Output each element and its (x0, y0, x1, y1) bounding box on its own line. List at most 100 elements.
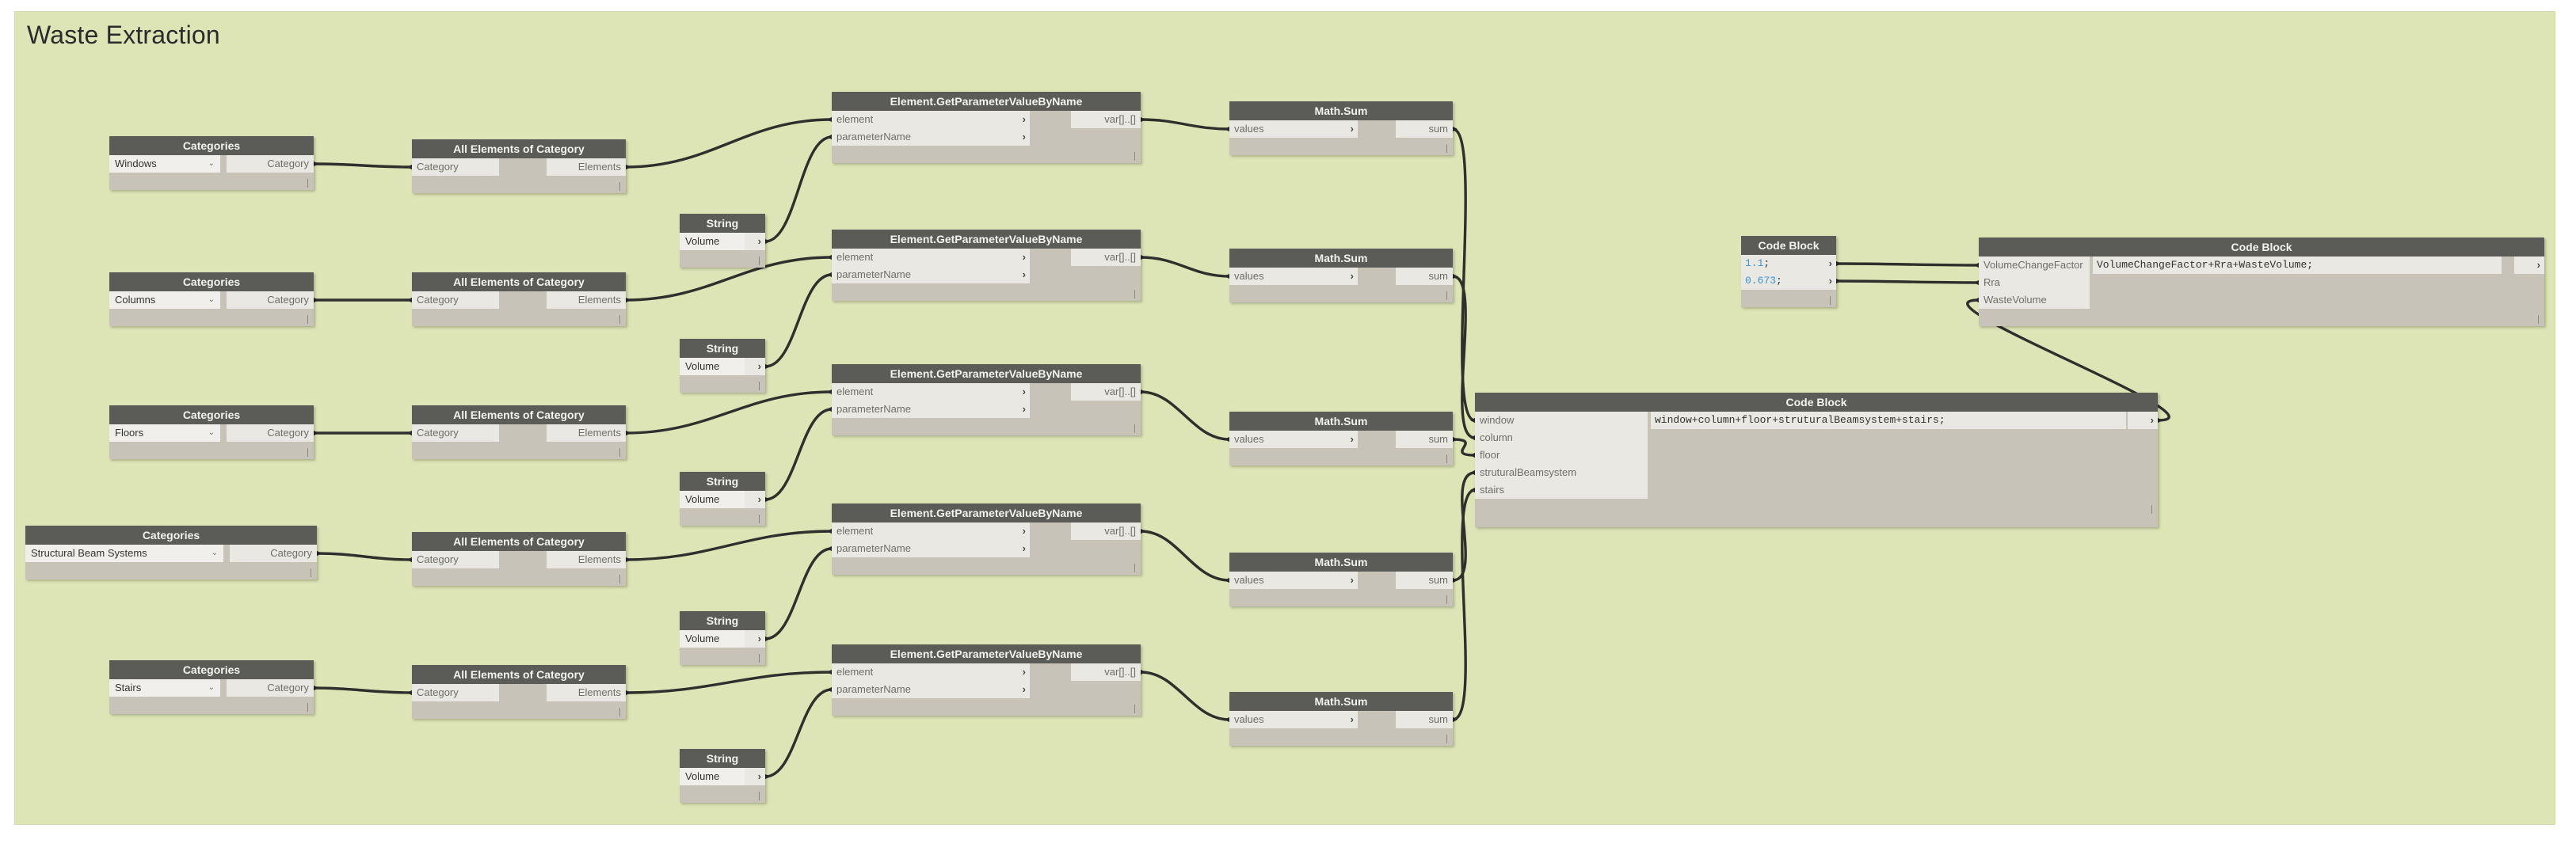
output-port-elements[interactable]: Elements (547, 158, 626, 176)
input-port-parametername[interactable]: parameterName› (832, 401, 1030, 418)
category-dropdown[interactable]: Floors⌄ (109, 424, 220, 442)
output-port-var[interactable]: var[]..[] (1071, 383, 1141, 401)
string-value-input[interactable]: Volume (680, 358, 745, 375)
input-port-column[interactable]: column (1475, 429, 1648, 446)
node-resize-grip[interactable] (832, 283, 1141, 301)
node-resize-grip[interactable] (412, 568, 626, 586)
input-port-values[interactable]: values› (1229, 572, 1358, 589)
output-port-elements[interactable]: Elements (547, 551, 626, 568)
node-resize-grip[interactable] (412, 701, 626, 719)
input-port-category[interactable]: Category (412, 291, 499, 309)
node-resize-grip[interactable] (680, 648, 765, 665)
output-port-category[interactable]: Category (227, 424, 314, 442)
output-port-elements[interactable]: Elements (547, 684, 626, 701)
output-port-var[interactable]: var[]..[] (1071, 249, 1141, 266)
output-port-codeblock[interactable]: › (1811, 255, 1836, 272)
category-dropdown[interactable]: Stairs⌄ (109, 679, 220, 697)
node-resize-grip[interactable] (680, 375, 765, 393)
node-resize-grip[interactable] (412, 442, 626, 459)
output-port-sum[interactable]: sum (1396, 268, 1453, 285)
output-port-sum[interactable]: sum (1396, 711, 1453, 728)
input-port-element[interactable]: element› (832, 522, 1030, 540)
input-port-rra[interactable]: Rra (1979, 274, 2090, 291)
node-resize-grip[interactable] (680, 508, 765, 526)
node-resize-grip[interactable] (1979, 309, 2544, 326)
input-port-category[interactable]: Category (412, 684, 499, 701)
category-dropdown[interactable]: Structural Beam Systems⌄ (25, 545, 223, 562)
node-resize-grip[interactable] (1229, 138, 1453, 155)
output-port-codeblock[interactable]: › (2128, 412, 2158, 429)
node-resize-grip[interactable] (832, 146, 1141, 163)
output-port-string[interactable]: › (745, 630, 765, 648)
string-value-input[interactable]: Volume (680, 233, 745, 250)
code-block-line[interactable]: 0.673; (1741, 272, 1811, 290)
string-value-input[interactable]: Volume (680, 491, 745, 508)
node-resize-grip[interactable] (412, 309, 626, 326)
node-resize-grip[interactable] (680, 250, 765, 268)
input-port-floor[interactable]: floor (1475, 446, 1648, 464)
string-value-input[interactable]: Volume (680, 630, 745, 648)
output-port-category[interactable]: Category (230, 545, 317, 562)
input-port-stairs[interactable]: stairs (1475, 481, 1648, 499)
input-port-category[interactable]: Category (412, 424, 499, 442)
node-resize-grip[interactable] (25, 562, 317, 580)
output-port-var[interactable]: var[]..[] (1071, 111, 1141, 128)
code-block-expression[interactable]: VolumeChangeFactor+Rra+WasteVolume; (2093, 256, 2502, 274)
node-resize-grip[interactable] (680, 785, 765, 803)
node-resize-grip[interactable] (109, 173, 314, 190)
code-block-expression[interactable]: window+column+floor+struturalBeamsystem+… (1651, 412, 2126, 429)
output-port-category[interactable]: Category (227, 679, 314, 697)
string-value-input[interactable]: Volume (680, 768, 745, 785)
node-resize-grip[interactable] (1229, 589, 1453, 606)
node-resize-grip[interactable] (832, 698, 1141, 716)
node-resize-grip[interactable] (109, 309, 314, 326)
node-resize-grip[interactable] (1229, 728, 1453, 746)
output-port-string[interactable]: › (745, 233, 765, 250)
output-port-category[interactable]: Category (227, 155, 314, 173)
output-port-string[interactable]: › (745, 491, 765, 508)
output-port-var[interactable]: var[]..[] (1071, 522, 1141, 540)
node-resize-grip[interactable] (832, 557, 1141, 575)
node-resize-grip[interactable] (1229, 285, 1453, 302)
output-port-sum[interactable]: sum (1396, 572, 1453, 589)
node-resize-grip[interactable] (1475, 499, 2158, 516)
input-port-parametername[interactable]: parameterName› (832, 266, 1030, 283)
node-resize-grip[interactable] (109, 697, 314, 714)
input-port-values[interactable]: values› (1229, 268, 1358, 285)
output-port-category[interactable]: Category (227, 291, 314, 309)
input-port-struturalbeamsystem[interactable]: struturalBeamsystem (1475, 464, 1648, 481)
output-port-sum[interactable]: sum (1396, 120, 1453, 138)
node-resize-grip[interactable] (832, 418, 1141, 435)
code-block-line[interactable]: 1.1; (1741, 255, 1811, 272)
output-port-elements[interactable]: Elements (547, 424, 626, 442)
node-resize-grip[interactable] (1229, 448, 1453, 466)
input-port-values[interactable]: values› (1229, 120, 1358, 138)
output-port-sum[interactable]: sum (1396, 431, 1453, 448)
input-port-category[interactable]: Category (412, 158, 499, 176)
category-dropdown[interactable]: Windows⌄ (109, 155, 220, 173)
output-port-elements[interactable]: Elements (547, 291, 626, 309)
input-port-window[interactable]: window (1475, 412, 1648, 429)
